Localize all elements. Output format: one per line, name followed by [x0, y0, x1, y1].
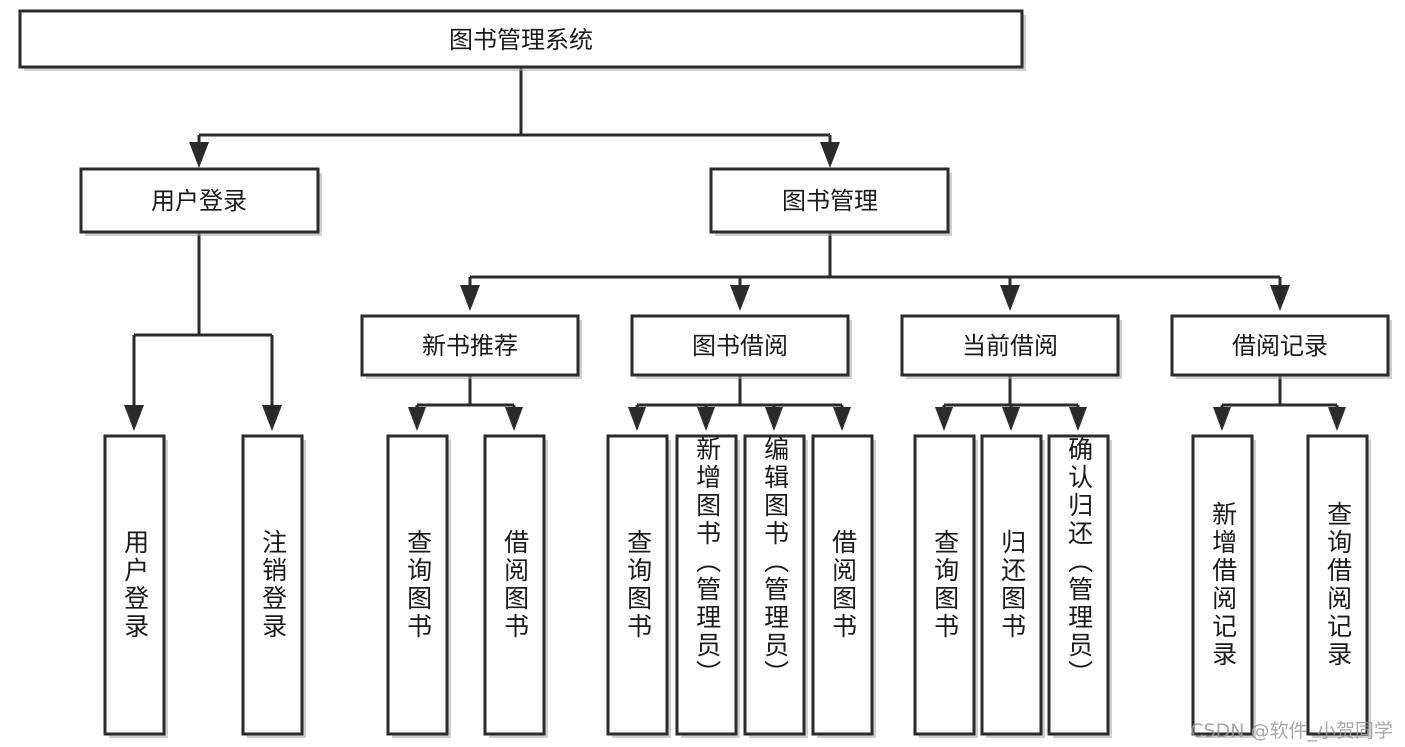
arrowhead-leaf-add-record: [1213, 407, 1231, 431]
node-current-borrow[interactable]: [900, 314, 1120, 377]
arrowhead-leaf-return-book: [1002, 407, 1020, 431]
arrowhead-leaf-query-book-2: [628, 407, 646, 431]
node-leaf-query-book-3[interactable]: [913, 434, 976, 736]
node-layer: 图书管理系统 用户登录 图书管理 新书推荐 图书借阅 当前借阅 借阅记录: [18, 9, 1392, 738]
node-new-book-recommend-label: 新书推荐: [422, 332, 518, 360]
arrowhead-book-borrow: [730, 285, 750, 311]
node-user-login[interactable]: [79, 167, 320, 234]
node-current-borrow-label: 当前借阅: [962, 332, 1058, 360]
node-leaf-query-record[interactable]: [1306, 434, 1369, 736]
arrowhead-leaf-edit-book: [765, 407, 783, 431]
node-leaf-user-login[interactable]: [103, 434, 166, 736]
arrowhead-user-login: [189, 142, 209, 168]
node-borrow-record-label: 借阅记录: [1232, 332, 1328, 360]
arrowhead-current-borrow: [1000, 285, 1020, 311]
node-leaf-borrow-book-2[interactable]: [811, 434, 874, 736]
node-leaf-user-logout[interactable]: [241, 434, 304, 736]
arrowhead-leaf-query-record: [1328, 407, 1346, 431]
node-leaf-edit-book[interactable]: [743, 434, 806, 736]
arrowhead-book-manage: [820, 142, 840, 168]
arrowhead-leaf-borrow-book-2: [833, 407, 851, 431]
csdn-watermark: CSDN @软件_小贺同学: [1190, 720, 1393, 742]
arrowhead-leaf-user-login: [124, 405, 144, 431]
connector-layer: [124, 67, 1346, 431]
node-leaf-query-book-1[interactable]: [386, 434, 449, 736]
arrowhead-leaf-query-book-3: [935, 407, 953, 431]
node-user-login-label: 用户登录: [151, 187, 247, 215]
arrowhead-new-book-recommend: [460, 285, 480, 311]
arrowhead-leaf-user-logout: [262, 405, 282, 431]
arrowhead-leaf-borrow-book-1: [505, 407, 523, 431]
node-book-borrow[interactable]: [630, 314, 850, 377]
node-root[interactable]: [18, 9, 1024, 69]
node-leaf-add-book[interactable]: [675, 434, 738, 736]
node-borrow-record[interactable]: [1170, 314, 1390, 377]
node-book-manage[interactable]: [709, 167, 950, 234]
node-leaf-confirm-return[interactable]: [1047, 434, 1110, 736]
node-leaf-return-book[interactable]: [980, 434, 1043, 736]
arrowhead-leaf-query-book-1: [408, 407, 426, 431]
arrowhead-borrow-record: [1270, 285, 1290, 311]
node-book-manage-label: 图书管理: [782, 187, 878, 215]
node-new-book-recommend[interactable]: [360, 314, 580, 377]
node-root-label: 图书管理系统: [449, 26, 593, 54]
node-book-borrow-label: 图书借阅: [692, 332, 788, 360]
arrowhead-leaf-confirm-return: [1069, 407, 1087, 431]
node-leaf-borrow-book-1[interactable]: [483, 434, 546, 736]
arrowhead-leaf-add-book: [697, 407, 715, 431]
node-leaf-query-book-2[interactable]: [606, 434, 669, 736]
node-leaf-add-record[interactable]: [1191, 434, 1254, 736]
